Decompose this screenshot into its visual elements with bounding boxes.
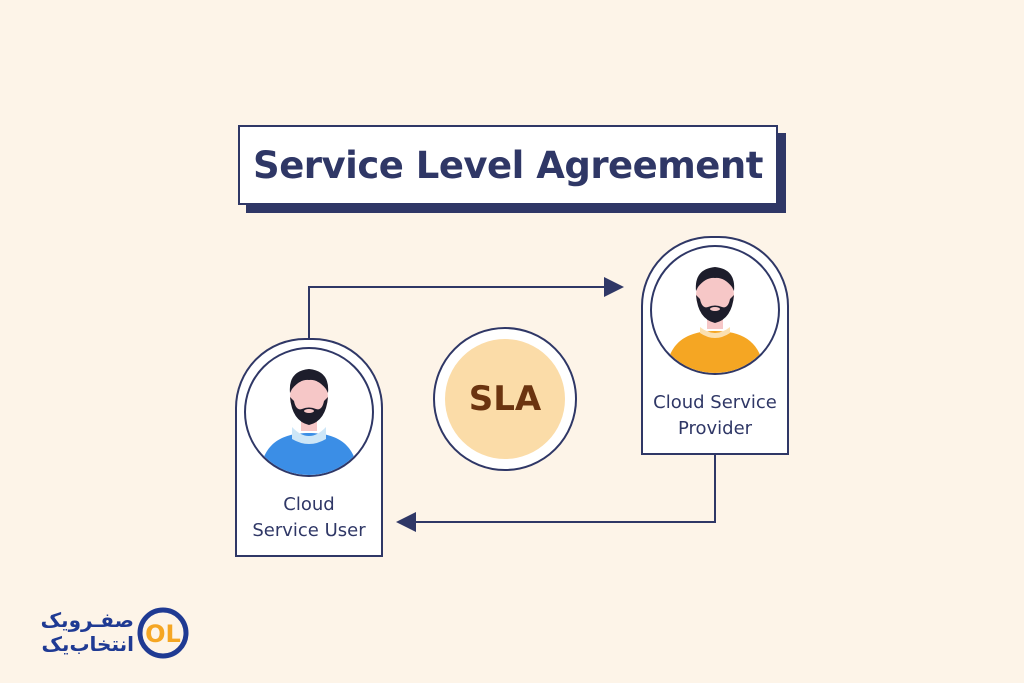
user-avatar-icon <box>244 347 374 477</box>
title-box: Service Level Agreement <box>238 125 778 205</box>
brand-mark-icon: OL <box>137 607 189 659</box>
provider-label: Cloud Service Provider <box>643 390 787 442</box>
user-label-line2: Service User <box>252 520 366 541</box>
provider-label-line2: Provider <box>677 418 753 439</box>
provider-label-line1: Cloud Service <box>653 392 777 413</box>
user-label-line1: Cloud <box>283 494 335 515</box>
brand-wordmark: صفـرویک انتخاب‌یک <box>41 608 134 656</box>
diagram-title: Service Level Agreement <box>253 143 763 187</box>
brand-line1: صفـرویک <box>40 608 134 632</box>
cloud-service-user-card: Cloud Service User <box>235 338 383 557</box>
user-to-provider-arrow <box>308 277 624 338</box>
user-label: Cloud Service User <box>237 492 381 544</box>
sla-label: SLA <box>468 379 542 419</box>
provider-to-user-arrow <box>396 455 716 532</box>
svg-text:OL: OL <box>145 620 181 648</box>
provider-avatar-icon <box>650 245 780 375</box>
brand-line2: انتخاب‌یک <box>41 632 134 656</box>
sla-inner-circle: SLA <box>445 339 565 459</box>
cloud-service-provider-card: Cloud Service Provider <box>641 236 789 455</box>
brand-logo: صفـرویک انتخاب‌یک OL <box>30 604 190 664</box>
sla-circle: SLA <box>433 327 577 471</box>
